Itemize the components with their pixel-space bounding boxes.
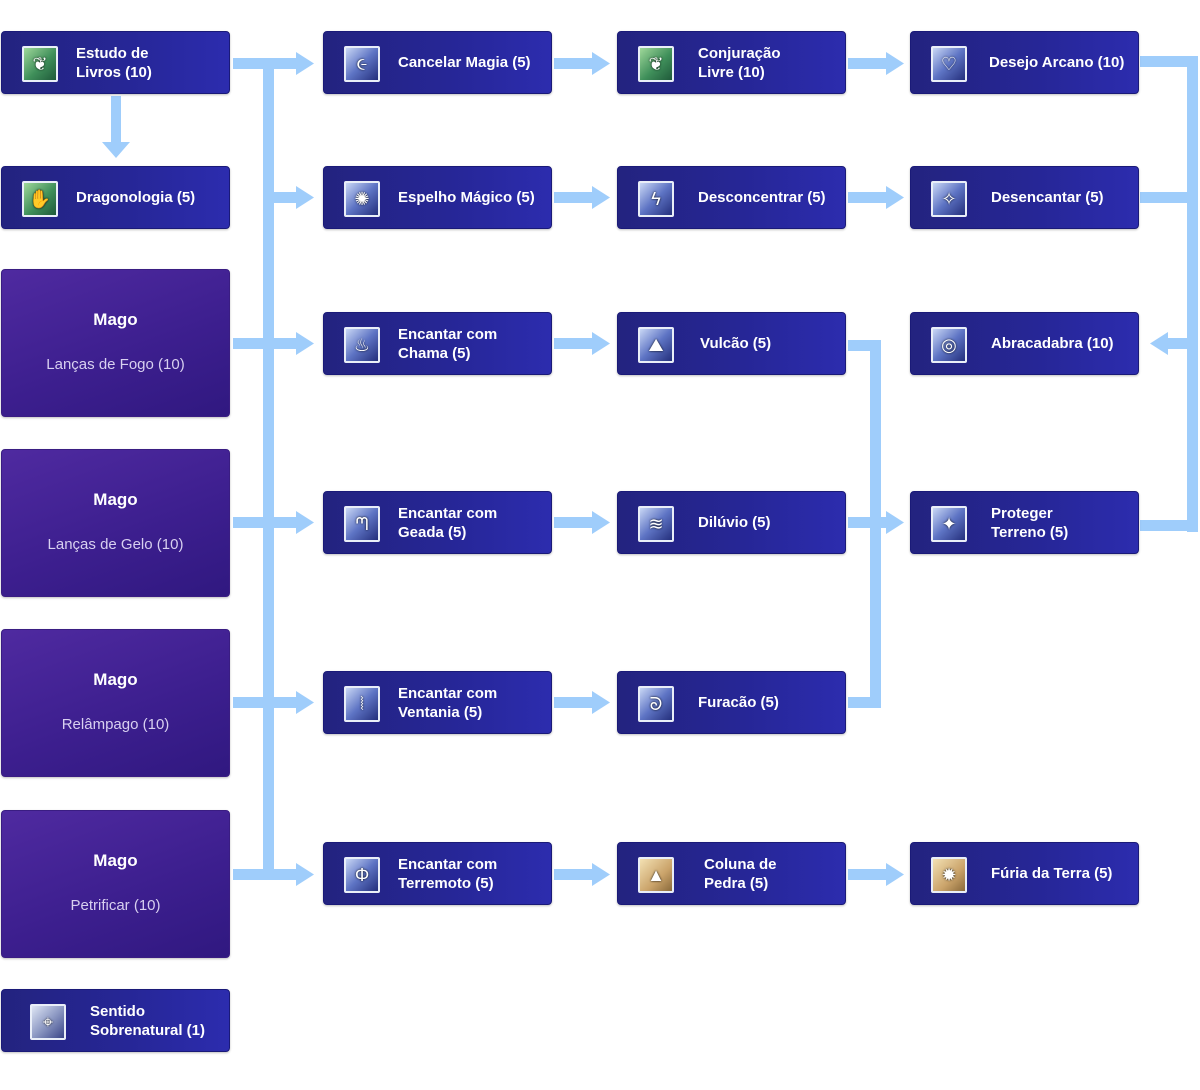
skill-label: Estudo de Livros (10) <box>76 44 152 81</box>
skill-label: Espelho Mágico (5) <box>398 189 535 206</box>
connector-trunk-left <box>263 58 274 880</box>
prereq-class-title: Mago <box>93 670 138 689</box>
prereq-skill: Petrificar (10) <box>70 897 161 914</box>
skill-label: Proteger Terreno (5) <box>991 504 1069 541</box>
prereq-class-title: Mago <box>93 310 138 329</box>
skill-label: Encantar com Geada (5) <box>398 504 498 541</box>
skill-label: Encantar com Ventania (5) <box>398 684 498 721</box>
skill-furacao[interactable]: ᘐ Furacão (5) <box>617 671 846 734</box>
magic-mirror-icon: ✺ <box>344 181 380 217</box>
skill-desconcentrar[interactable]: ϟ Desconcentrar (5) <box>617 166 846 229</box>
lightning-break-icon: ϟ <box>638 181 674 217</box>
skill-sentido-sobrenatural[interactable]: ⌖ Sentido Sobrenatural (1) <box>1 989 230 1052</box>
skill-furia-da-terra[interactable]: ✹ Fúria da Terra (5) <box>910 842 1139 905</box>
crosshair-target-icon: ⌖ <box>30 1004 66 1040</box>
skill-diluvio[interactable]: ≋ Dilúvio (5) <box>617 491 846 554</box>
skill-label: Sentido Sobrenatural (1) <box>90 1002 206 1039</box>
skill-label: Fúria da Terra (5) <box>991 865 1113 882</box>
prereq-skill: Lanças de Fogo (10) <box>46 356 185 373</box>
skill-label: Desconcentrar (5) <box>698 189 826 206</box>
skill-label: Cancelar Magia (5) <box>398 54 531 71</box>
skill-coluna-de-pedra[interactable]: ▲ Coluna de Pedra (5) <box>617 842 846 905</box>
protect-ground-icon: ✦ <box>931 506 967 542</box>
abracadabra-icon: ◎ <box>931 327 967 363</box>
free-cast-icon: ❦ <box>638 46 674 82</box>
prereq-class-title: Mago <box>93 490 138 509</box>
skill-label: Abracadabra (10) <box>991 335 1114 352</box>
swirl-cancel-icon: ૯ <box>344 46 380 82</box>
book-study-icon: ❦ <box>22 46 58 82</box>
skill-label: Dragonologia (5) <box>76 189 196 206</box>
prereq-mago-lancas-de-gelo: Mago Lanças de Gelo (10) <box>1 449 230 597</box>
skill-conjuracao-livre[interactable]: ❦ Conjuração Livre (10) <box>617 31 846 94</box>
skill-desencantar[interactable]: ✧ Desencantar (5) <box>910 166 1139 229</box>
volcano-icon: ⛰ <box>638 327 674 363</box>
prereq-mago-petrificar: Mago Petrificar (10) <box>1 810 230 958</box>
earth-fury-icon: ✹ <box>931 857 967 893</box>
skill-encantar-com-geada[interactable]: ᘉ Encantar com Geada (5) <box>323 491 552 554</box>
hurricane-icon: ᘐ <box>638 686 674 722</box>
skill-label: Encantar com Terremoto (5) <box>398 855 498 892</box>
flame-rune-icon: ♨ <box>344 327 380 363</box>
prereq-class-title: Mago <box>93 851 138 870</box>
prereq-mago-relampago: Mago Relâmpago (10) <box>1 629 230 777</box>
skill-label: Furacão (5) <box>698 694 779 711</box>
disenchant-icon: ✧ <box>931 181 967 217</box>
skill-label: Desejo Arcano (10) <box>989 54 1125 71</box>
skill-dragonologia[interactable]: ✋ Dragonologia (5) <box>1 166 230 229</box>
skill-encantar-com-chama[interactable]: ♨ Encantar com Chama (5) <box>323 312 552 375</box>
skill-label: Desencantar (5) <box>991 189 1104 206</box>
skill-label: Conjuração Livre (10) <box>698 44 781 81</box>
earth-rune-icon: Φ <box>344 857 380 893</box>
skill-label: Vulcão (5) <box>700 335 772 352</box>
dragon-claw-icon: ✋ <box>22 181 58 217</box>
prereq-skill: Lanças de Gelo (10) <box>47 536 184 553</box>
frost-rune-icon: ᘉ <box>344 506 380 542</box>
skill-desejo-arcano[interactable]: ♡ Desejo Arcano (10) <box>910 31 1139 94</box>
skill-vulcao[interactable]: ⛰ Vulcão (5) <box>617 312 846 375</box>
skill-proteger-terreno[interactable]: ✦ Proteger Terreno (5) <box>910 491 1139 554</box>
skill-cancelar-magia[interactable]: ૯ Cancelar Magia (5) <box>323 31 552 94</box>
arrowhead-dragonologia <box>102 142 130 158</box>
skill-label: Dilúvio (5) <box>698 514 771 531</box>
skill-encantar-com-terremoto[interactable]: Φ Encantar com Terremoto (5) <box>323 842 552 905</box>
arcane-wish-icon: ♡ <box>931 46 967 82</box>
prereq-skill: Relâmpago (10) <box>61 716 170 733</box>
skill-label: Encantar com Chama (5) <box>398 325 498 362</box>
skill-estudo-de-livros[interactable]: ❦ Estudo de Livros (10) <box>1 31 230 94</box>
skill-encantar-com-ventania[interactable]: ⦚ Encantar com Ventania (5) <box>323 671 552 734</box>
prereq-mago-lancas-de-fogo: Mago Lanças de Fogo (10) <box>1 269 230 417</box>
skill-abracadabra[interactable]: ◎ Abracadabra (10) <box>910 312 1139 375</box>
wind-rune-icon: ⦚ <box>344 686 380 722</box>
skill-label: Coluna de Pedra (5) <box>704 855 777 892</box>
connector-estudo-dragonologia <box>111 96 121 142</box>
deluge-icon: ≋ <box>638 506 674 542</box>
stone-column-icon: ▲ <box>638 857 674 893</box>
skill-espelho-magico[interactable]: ✺ Espelho Mágico (5) <box>323 166 552 229</box>
